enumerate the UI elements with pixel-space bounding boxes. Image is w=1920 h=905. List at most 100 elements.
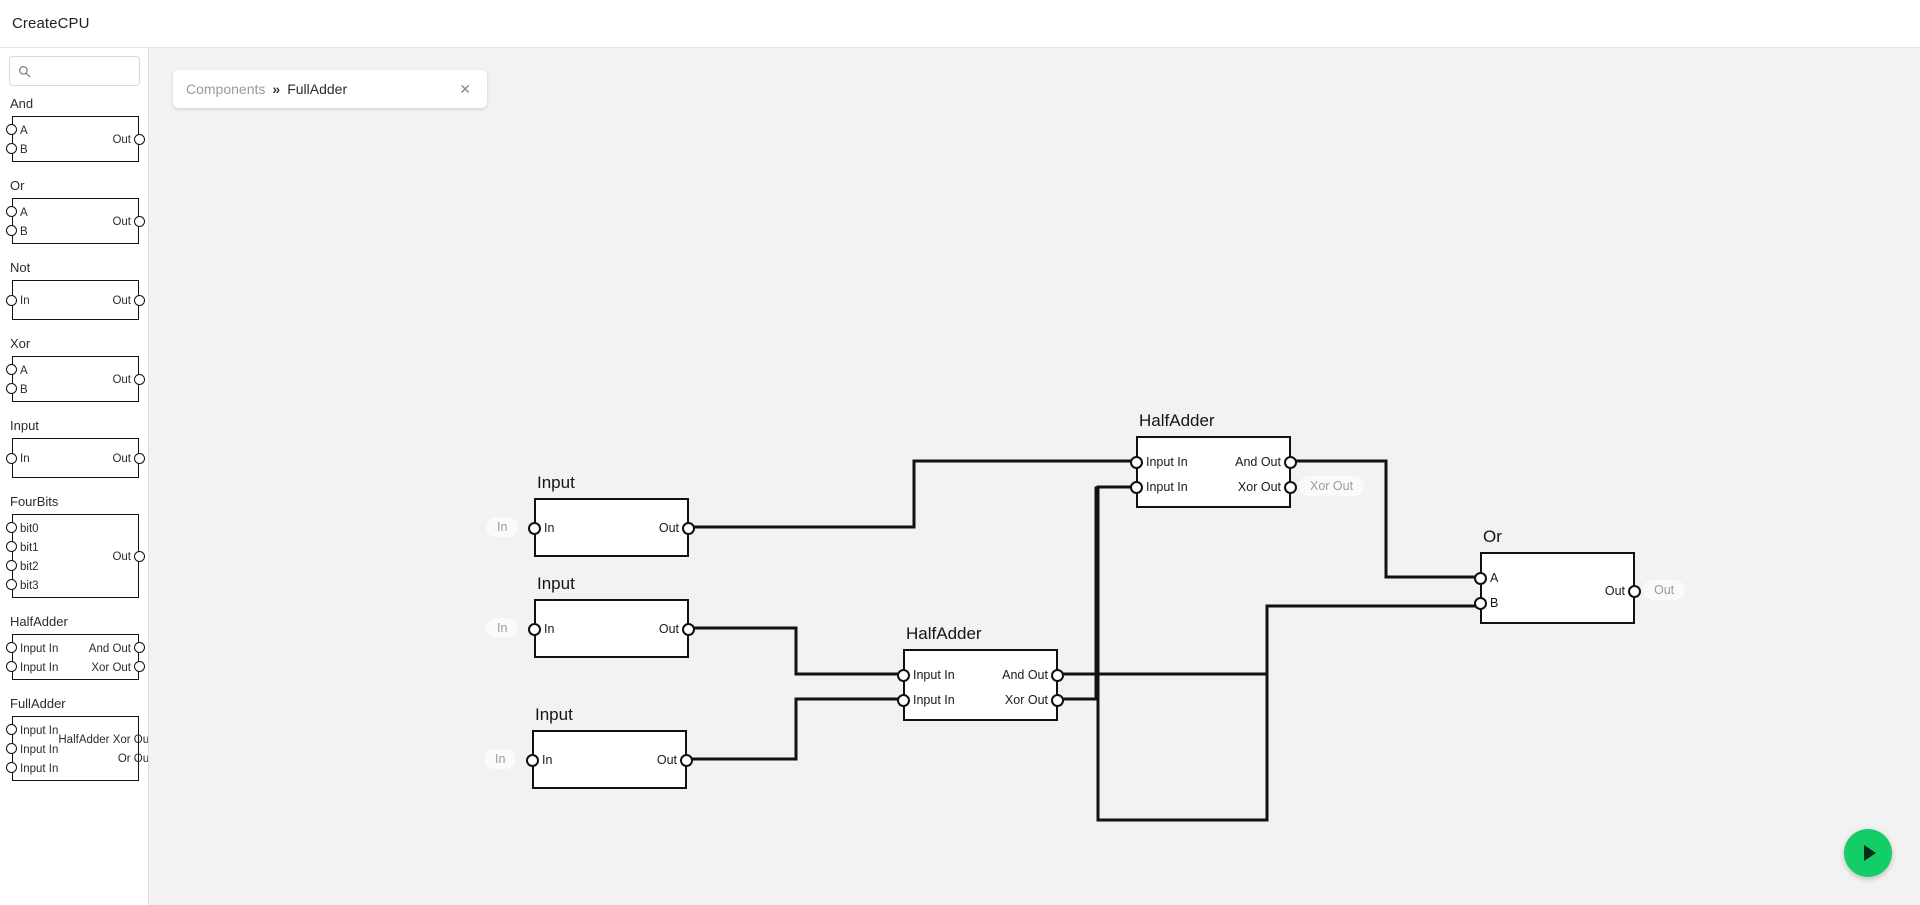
pin-circle-icon[interactable] [6, 383, 17, 394]
wire-1[interactable] [687, 626, 905, 676]
output-pin-row[interactable]: Out [112, 291, 145, 310]
pin-circle-icon[interactable] [6, 661, 17, 672]
pin-circle-icon[interactable] [6, 560, 17, 571]
output-pin-row[interactable]: Or Out [118, 749, 148, 768]
input-pin-row[interactable]: A [6, 202, 28, 221]
breadcrumb-tab[interactable]: Components » FullAdder ✕ [173, 70, 487, 108]
input-pin-row[interactable]: B [6, 139, 28, 158]
pin-circle-icon[interactable] [6, 143, 17, 154]
pin-circle-icon[interactable] [6, 206, 17, 217]
input-pin-circle-icon[interactable] [1130, 481, 1143, 494]
external-output-pill[interactable]: Xor Out [1299, 476, 1365, 496]
output-pin-circle-icon[interactable] [680, 754, 693, 767]
input-pin-row[interactable]: bit0 [6, 518, 39, 537]
input-pin-row[interactable]: In [6, 291, 30, 310]
input-pin-row[interactable]: Input In [6, 720, 58, 739]
run-simulation-button[interactable] [1844, 829, 1892, 877]
pin-circle-icon[interactable] [6, 294, 17, 306]
output-pin-circle-icon[interactable] [682, 522, 695, 535]
pin-circle-icon[interactable] [134, 550, 145, 562]
close-icon[interactable]: ✕ [459, 81, 471, 97]
input-pin-row[interactable]: In [6, 449, 30, 468]
pin-circle-icon[interactable] [6, 579, 17, 590]
pin-circle-icon[interactable] [134, 133, 145, 145]
input-pin-row[interactable]: Input In [6, 758, 58, 777]
external-output-pill[interactable]: Out [1643, 580, 1686, 600]
pin-circle-icon[interactable] [134, 373, 145, 385]
pin-circle-icon[interactable] [134, 215, 145, 227]
output-pin-row[interactable]: And Out [89, 638, 145, 657]
wire-4[interactable] [1056, 486, 1098, 701]
output-pin-circle-icon[interactable] [1284, 456, 1297, 469]
output-pin-circle-icon[interactable] [1284, 481, 1297, 494]
pin-circle-icon[interactable] [6, 762, 17, 773]
pin-circle-icon[interactable] [6, 124, 17, 135]
input-pin-circle-icon[interactable] [526, 754, 539, 767]
input-pin-circle-icon[interactable] [897, 669, 910, 682]
library-item-chip[interactable]: In Out [6, 280, 145, 320]
library-item-chip[interactable]: In Out [6, 438, 145, 478]
input-pin-row[interactable]: Input In [6, 739, 58, 758]
input-pin-row[interactable]: bit3 [6, 575, 39, 594]
input-pin-circle-icon[interactable] [1474, 597, 1487, 610]
output-pin-row[interactable]: Out [112, 130, 145, 149]
input-pin-circle-icon[interactable] [528, 623, 541, 636]
output-pin-circle-icon[interactable] [1628, 585, 1641, 598]
wire-6[interactable] [1056, 604, 1482, 676]
input-pin-circle-icon[interactable] [1130, 456, 1143, 469]
input-pin-row[interactable]: bit2 [6, 556, 39, 575]
output-pin-circle-icon[interactable] [682, 623, 695, 636]
input-pin-row[interactable]: B [6, 221, 28, 240]
output-pin-row[interactable]: Out [112, 370, 145, 389]
input-pin-row[interactable]: B [6, 379, 28, 398]
output-pin-row[interactable]: Xor Out [91, 657, 145, 676]
input-pin-row[interactable]: bit1 [6, 537, 39, 556]
pin-circle-icon[interactable] [6, 364, 17, 375]
search-box[interactable] [9, 56, 140, 86]
input-pin-circle-icon[interactable] [528, 522, 541, 535]
input-pin-row[interactable]: Input In [6, 638, 58, 657]
pin-circle-icon[interactable] [134, 452, 145, 464]
external-input-pill[interactable]: In [486, 517, 519, 537]
input-pin-circle-icon[interactable] [1474, 572, 1487, 585]
output-pin-row[interactable]: Out [112, 212, 145, 231]
pin-circle-icon[interactable] [6, 541, 17, 552]
input-pin-row[interactable]: Input In [6, 657, 58, 676]
wire-3[interactable] [1056, 485, 1269, 822]
pin-circle-icon[interactable] [134, 661, 145, 672]
pin-circle-icon[interactable] [6, 642, 17, 653]
breadcrumb-root[interactable]: Components [186, 81, 266, 97]
pin-circle-icon[interactable] [6, 452, 17, 464]
search-input[interactable] [36, 62, 131, 80]
external-input-pill[interactable]: In [486, 618, 519, 638]
output-pin-row[interactable]: Out [112, 449, 145, 468]
pin-circle-icon[interactable] [6, 743, 17, 754]
pin-circle-icon[interactable] [6, 522, 17, 533]
pin-circle-icon[interactable] [6, 724, 17, 735]
pin-circle-icon[interactable] [134, 642, 145, 653]
